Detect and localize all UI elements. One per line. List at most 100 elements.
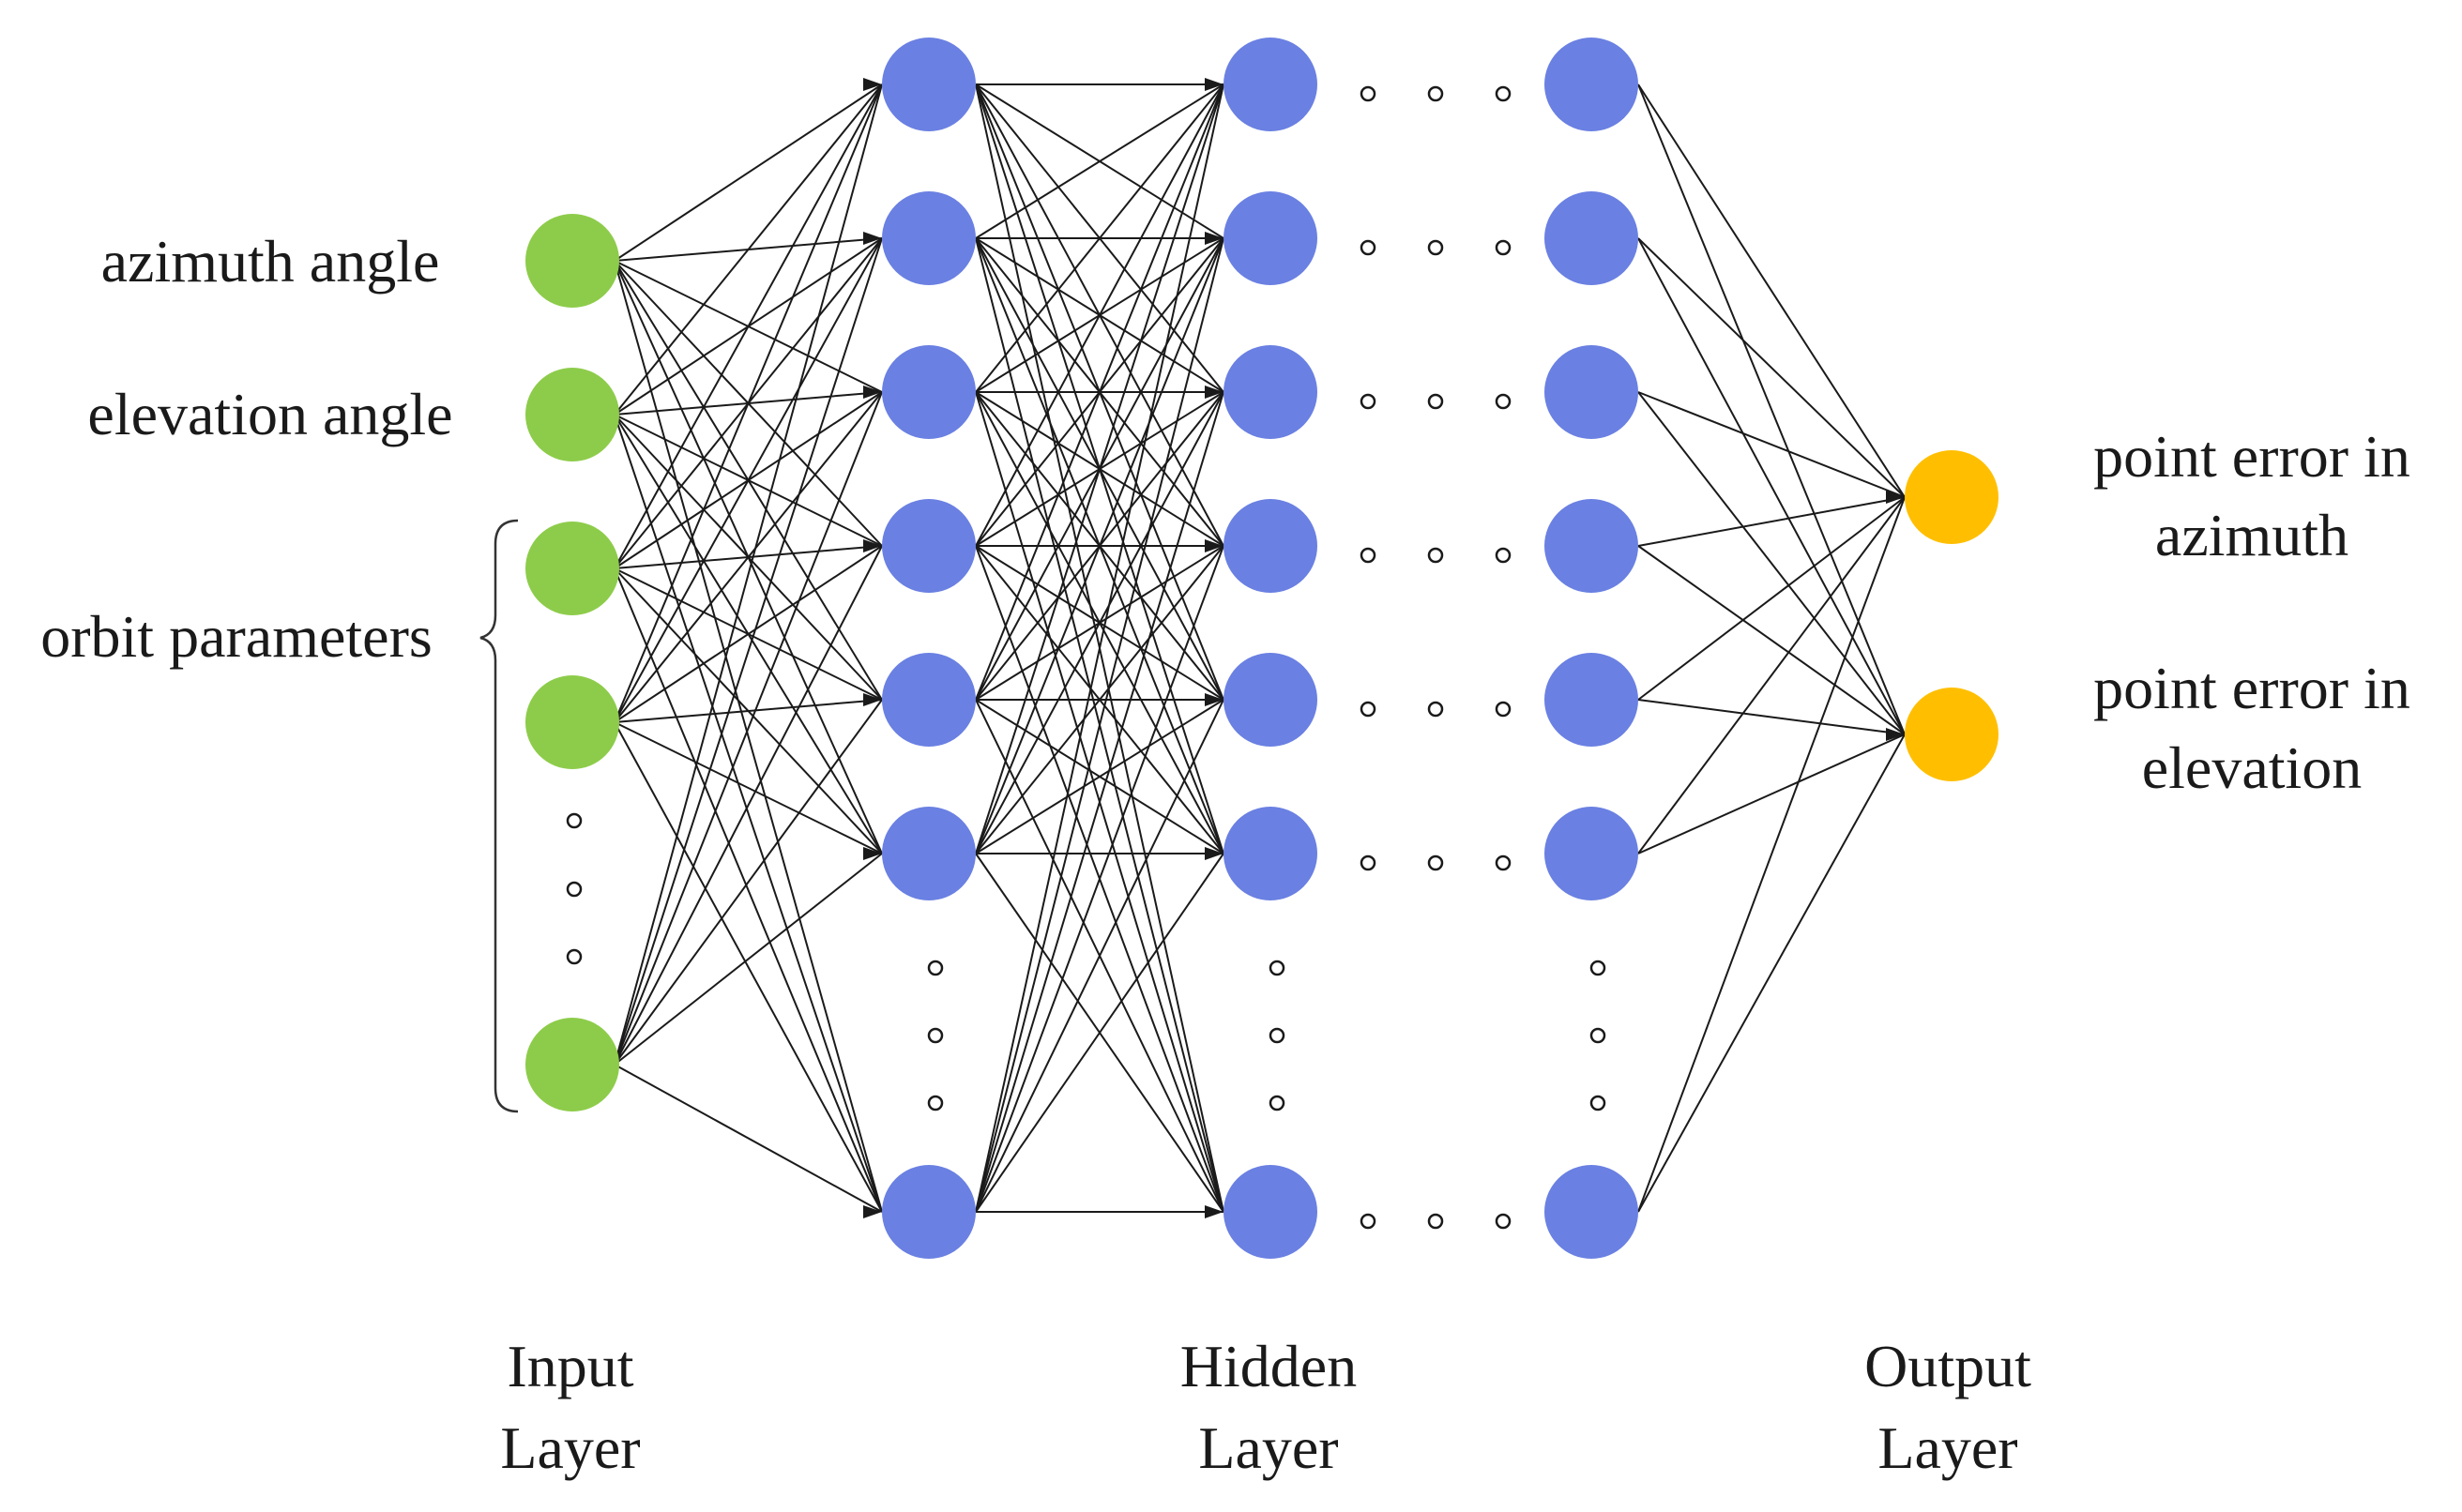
arrowhead-hidden1-node4 xyxy=(863,539,882,552)
label-output-layer-line1: Output xyxy=(1864,1333,2031,1399)
edge-input5-hidden1-node4 xyxy=(614,545,883,1066)
edge-hidden3-node1-output2 xyxy=(1637,83,1906,735)
input-node-4 xyxy=(525,675,619,769)
edge-hidden3-node5-output2 xyxy=(1637,699,1906,735)
arrowhead-hidden2-node6 xyxy=(1205,847,1223,860)
arrowhead-hidden1-node2 xyxy=(863,232,882,245)
h-ellipsis-row2-dot2 xyxy=(1427,239,1444,256)
edge-hidden3-node6-output1 xyxy=(1637,496,1906,854)
label-output-elevation-line1: point error in xyxy=(2093,655,2410,721)
arrowhead-hidden1-node1 xyxy=(863,78,882,91)
hidden3-node-6 xyxy=(1544,807,1638,900)
v-ellipsis-hidden2-dot3 xyxy=(1269,1095,1285,1111)
h-ellipsis-row6-dot1 xyxy=(1360,854,1376,871)
h-ellipsis-row1-dot3 xyxy=(1495,85,1512,102)
arrowhead-hidden2-node3 xyxy=(1205,386,1223,399)
edge-hidden1-node7-hidden2-node1 xyxy=(975,83,1224,1213)
hidden2-node-3 xyxy=(1223,345,1317,439)
edge-hidden1-node6-hidden2-node2 xyxy=(975,237,1224,854)
edge-hidden1-node5-hidden2-node1 xyxy=(975,83,1224,701)
v-ellipsis-hidden1-dot1 xyxy=(927,960,944,976)
edge-input2-hidden1-node1 xyxy=(614,83,883,416)
edge-hidden3-node1-output1 xyxy=(1637,83,1906,498)
h-ellipsis-row1-dot2 xyxy=(1427,85,1444,102)
h-ellipsis-row3-dot1 xyxy=(1360,393,1376,410)
edge-input1-hidden1-node7 xyxy=(614,260,883,1213)
edge-input3-hidden1-node1 xyxy=(614,83,883,569)
hidden1-node-5 xyxy=(882,653,976,747)
edge-input5-hidden1-node5 xyxy=(614,699,883,1066)
edge-input5-hidden1-node3 xyxy=(614,391,883,1066)
edge-input4-hidden1-node5 xyxy=(614,699,883,723)
v-ellipsis-hidden2-dot2 xyxy=(1269,1027,1285,1044)
hidden1-node-4 xyxy=(882,499,976,593)
v-ellipsis-input-dot1 xyxy=(566,812,583,829)
h-ellipsis-row2-dot3 xyxy=(1495,239,1512,256)
hidden2-node-5 xyxy=(1223,653,1317,747)
label-input-layer-line2: Layer xyxy=(500,1414,640,1481)
edge-hidden1-node7-hidden2-node2 xyxy=(975,237,1224,1213)
label-output-azimuth-line1: point error in xyxy=(2093,423,2410,490)
edge-input4-hidden1-node4 xyxy=(614,545,883,723)
h-ellipsis-row7-dot1 xyxy=(1360,1213,1376,1230)
hidden1-node-2 xyxy=(882,191,976,285)
hidden2-node-1 xyxy=(1223,38,1317,131)
hidden3-node-5 xyxy=(1544,653,1638,747)
v-ellipsis-input-dot3 xyxy=(566,948,583,965)
label-azimuth-angle: azimuth angle xyxy=(101,228,440,295)
h-ellipsis-row5-dot2 xyxy=(1427,701,1444,718)
label-hidden-layer-line1: Hidden xyxy=(1180,1333,1357,1399)
h-ellipsis-row5-dot1 xyxy=(1360,701,1376,718)
edge-hidden3-node2-output1 xyxy=(1637,237,1906,498)
arrowhead-hidden2-node7 xyxy=(1205,1205,1223,1218)
v-ellipsis-input-dot2 xyxy=(566,881,583,898)
ellipsis-dots xyxy=(566,85,1606,1230)
h-ellipsis-row6-dot2 xyxy=(1427,854,1444,871)
arrowhead-hidden2-node2 xyxy=(1205,232,1223,245)
label-input-layer-line1: Input xyxy=(507,1333,633,1399)
hidden3-node-4 xyxy=(1544,499,1638,593)
edge-input4-hidden1-node2 xyxy=(614,237,883,723)
edge-hidden3-node4-output1 xyxy=(1637,496,1906,547)
hidden3-node-3 xyxy=(1544,345,1638,439)
edge-hidden1-node7-hidden2-node4 xyxy=(975,545,1224,1213)
edge-hidden3-node4-output2 xyxy=(1637,545,1906,735)
v-ellipsis-hidden3-dot1 xyxy=(1589,960,1606,976)
edge-hidden3-node5-output1 xyxy=(1637,496,1906,701)
hidden2-node-2 xyxy=(1223,191,1317,285)
h-ellipsis-row3-dot3 xyxy=(1495,393,1512,410)
edge-hidden3-node3-output2 xyxy=(1637,391,1906,735)
label-output-elevation-line2: elevation xyxy=(2142,734,2363,801)
h-ellipsis-row3-dot2 xyxy=(1427,393,1444,410)
h-ellipsis-row5-dot3 xyxy=(1495,701,1512,718)
v-ellipsis-hidden2-dot1 xyxy=(1269,960,1285,976)
arrowhead-hidden1-node5 xyxy=(863,693,882,706)
h-ellipsis-row7-dot3 xyxy=(1495,1213,1512,1230)
edge-input5-hidden1-node1 xyxy=(614,83,883,1066)
edge-hidden3-node2-output2 xyxy=(1637,237,1906,735)
input-node-5 xyxy=(525,1018,619,1111)
hidden3-node-1 xyxy=(1544,38,1638,131)
h-ellipsis-row4-dot2 xyxy=(1427,547,1444,564)
edge-hidden1-node3-hidden2-node1 xyxy=(975,83,1224,393)
arrowhead-hidden1-node7 xyxy=(863,1205,882,1218)
arrowhead-hidden1-node6 xyxy=(863,847,882,860)
edge-hidden3-node7-output2 xyxy=(1637,733,1906,1213)
v-ellipsis-hidden1-dot2 xyxy=(927,1027,944,1044)
edge-hidden1-node6-hidden2-node4 xyxy=(975,545,1224,854)
output-node-1 xyxy=(1905,450,1998,544)
edge-input1-hidden1-node1 xyxy=(614,83,883,262)
edge-hidden1-node6-hidden2-node1 xyxy=(975,83,1224,854)
v-ellipsis-hidden1-dot3 xyxy=(927,1095,944,1111)
output-node-2 xyxy=(1905,688,1998,781)
edge-input4-hidden1-node7 xyxy=(614,721,883,1213)
label-hidden-layer-line2: Layer xyxy=(1198,1414,1338,1481)
h-ellipsis-row1-dot1 xyxy=(1360,85,1376,102)
edge-hidden1-node6-hidden2-node3 xyxy=(975,391,1224,854)
orbit-parameters-brace xyxy=(479,519,519,1113)
network-nodes xyxy=(525,38,1998,1259)
h-ellipsis-row4-dot3 xyxy=(1495,547,1512,564)
edge-hidden1-node4-hidden2-node1 xyxy=(975,83,1224,547)
h-ellipsis-row6-dot3 xyxy=(1495,854,1512,871)
v-ellipsis-hidden3-dot2 xyxy=(1589,1027,1606,1044)
